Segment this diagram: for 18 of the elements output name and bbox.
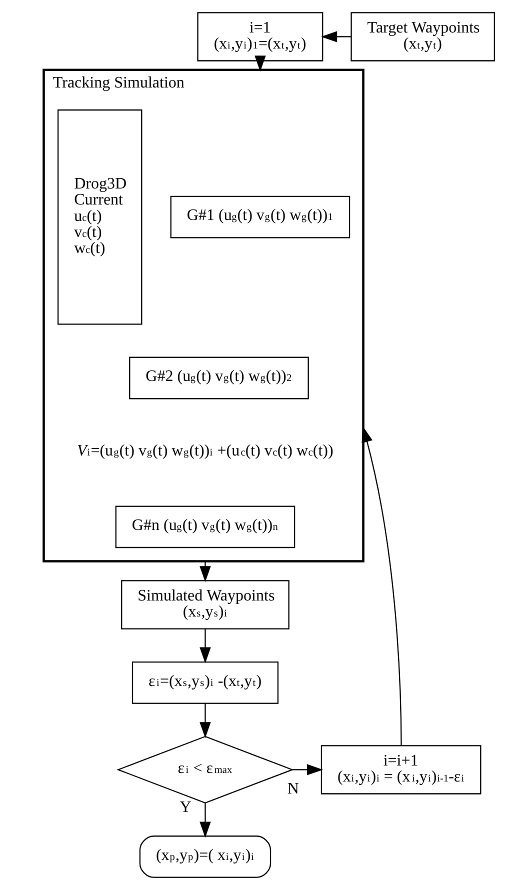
node-box: Drog3D Current uc(t) vc(t) wc(t) xyxy=(56,109,142,325)
node-box: εi=(xs,ys)i -(xt,yt) xyxy=(131,661,278,704)
node-box: (xp,yp)=( xi,yi)i xyxy=(138,836,271,878)
arrow xyxy=(199,803,210,838)
node-box: i=i+1 (xi,yi)i = (xi,yi)i-1-εi xyxy=(320,745,481,794)
node-box: Target Waypoints (xt,yt) xyxy=(350,12,494,62)
arrow xyxy=(320,31,350,42)
arrow xyxy=(361,426,402,746)
arrow xyxy=(199,561,210,582)
label: Vi=(ug(t) vg(t) wg(t))i +(uc(t) vc(t) wc(t)) xyxy=(76,442,333,460)
node-box: G#1 (ug(t) vg(t) wg(t))1 xyxy=(170,196,350,238)
arrow xyxy=(199,629,210,664)
arrow xyxy=(254,56,266,72)
arrow xyxy=(292,764,323,776)
node-box: G#2 (ug(t) vg(t) wg(t))2 xyxy=(128,356,308,400)
node-box: Simulated Waypoints (xs,ys)i xyxy=(120,580,289,630)
node-box: G#n (ug(t) vg(t) wg(t))n xyxy=(114,506,295,548)
arrow xyxy=(199,703,210,738)
